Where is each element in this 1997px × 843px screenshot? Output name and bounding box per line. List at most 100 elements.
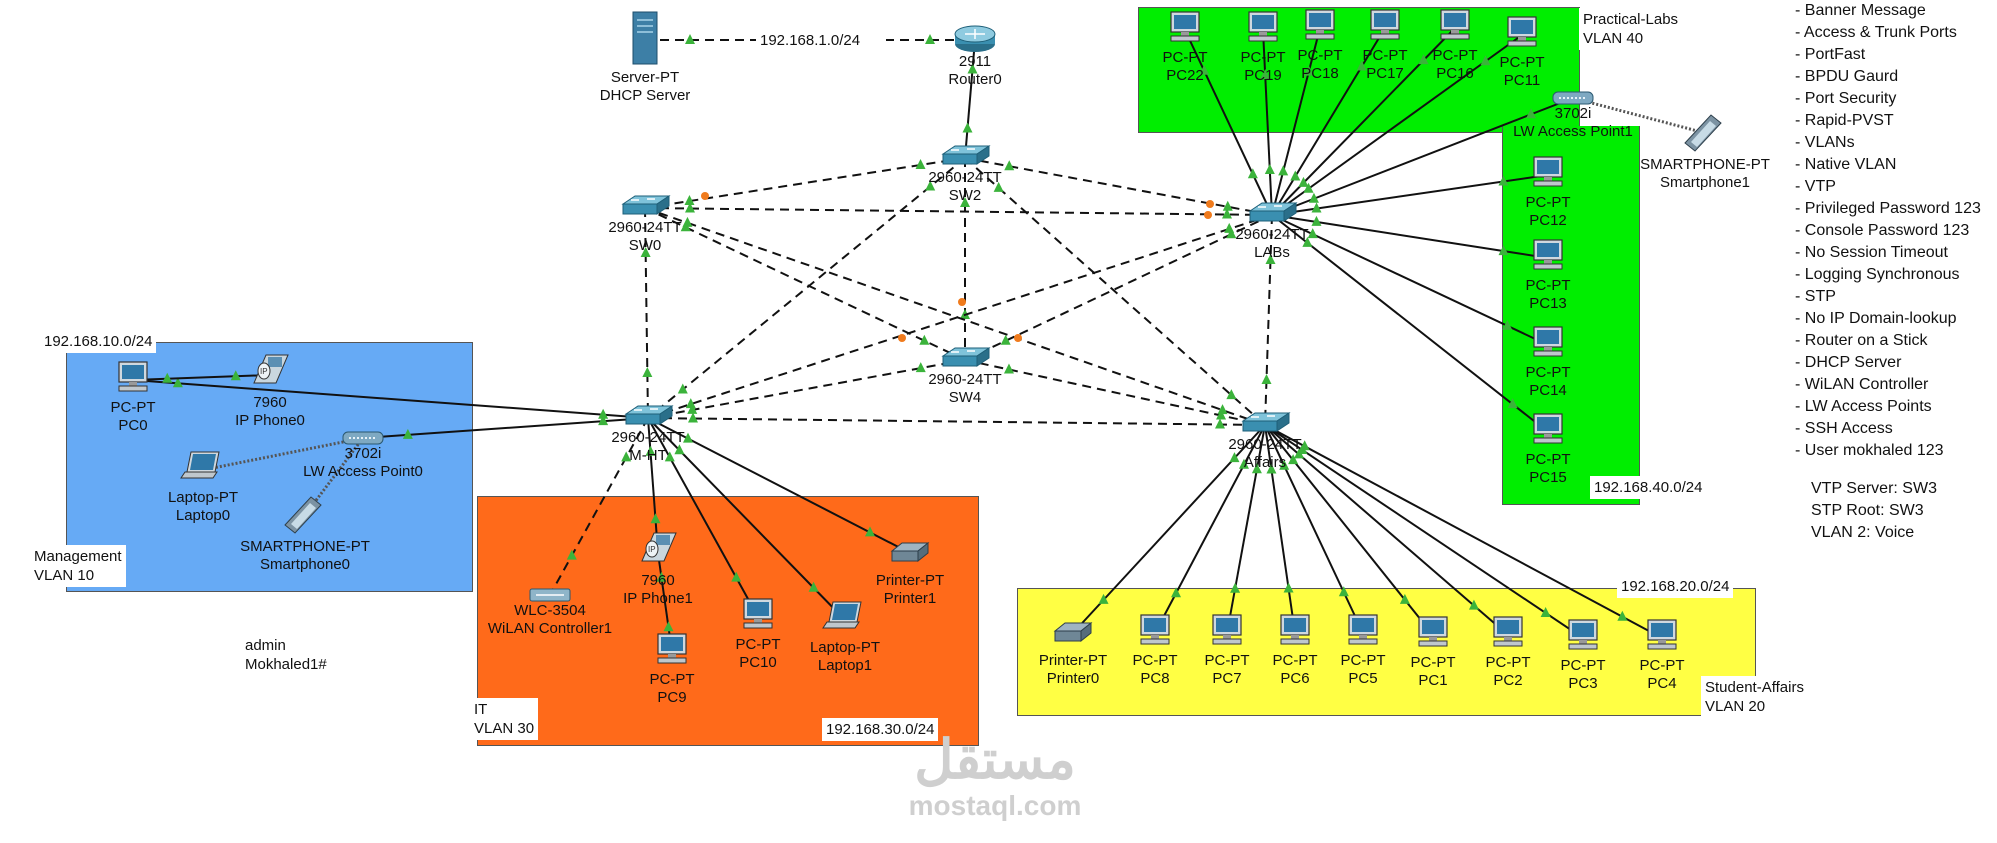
link-sw4-affairs[interactable]	[964, 359, 1266, 426]
pc-icon	[1440, 9, 1470, 40]
link-mht-printer1[interactable]	[647, 417, 911, 554]
feature-item: - WiLAN Controller	[1795, 376, 1929, 393]
link-labs-pc13[interactable]	[1271, 214, 1549, 259]
link-labs-pc17[interactable]	[1271, 27, 1386, 216]
link-affairs-pc1[interactable]	[1264, 424, 1434, 636]
device-name-label: PC18	[1301, 65, 1339, 82]
link-mht-wlc[interactable]	[549, 417, 649, 596]
switch-icon	[941, 145, 991, 165]
link-sw0-mht[interactable]	[640, 207, 653, 419]
link-labs-pc11[interactable]	[1271, 34, 1523, 216]
link-labs-mht[interactable]	[647, 214, 1273, 419]
link-affairs-pc8[interactable]	[1154, 424, 1266, 634]
device-model-label: PC-PT	[1363, 47, 1408, 64]
link-status-up-indicator	[1003, 363, 1014, 374]
link-sw4-mht[interactable]	[647, 359, 966, 419]
device-model-label: Printer-PT	[1039, 652, 1107, 669]
link-mht-pc0[interactable]	[132, 377, 649, 419]
link-pc0-ipphone0[interactable]	[132, 370, 271, 383]
watermark: مستقل mostaql.com	[870, 730, 1120, 822]
link-ap1-smart1[interactable]	[1572, 96, 1706, 135]
link-mht-ipphone1[interactable]	[645, 417, 661, 554]
link-affairs-pc5[interactable]	[1264, 424, 1364, 634]
device-model-label: PC-PT	[1526, 364, 1571, 381]
link-sw0-sw4[interactable]	[644, 207, 966, 361]
link-labs-affairs[interactable]	[1261, 214, 1276, 426]
feature-item: - STP	[1795, 288, 1836, 305]
link-sw0-labs[interactable]	[644, 202, 1273, 219]
link-status-up-indicator	[1311, 215, 1322, 226]
link-mht-affairs[interactable]	[647, 412, 1266, 429]
link-labs-ap1[interactable]	[1271, 97, 1574, 216]
device-name-label: SW2	[949, 187, 982, 204]
link-sw2-sw0[interactable]	[644, 157, 966, 209]
link-labs-pc18[interactable]	[1271, 27, 1321, 216]
link-affairs-printer0[interactable]	[1072, 424, 1266, 634]
link-labs-pc12[interactable]	[1271, 174, 1549, 216]
link-router-sw2[interactable]	[962, 39, 978, 159]
link-labs-pc19[interactable]	[1260, 29, 1275, 216]
link-labs-pc16[interactable]	[1271, 27, 1456, 216]
link-labs-sw4[interactable]	[964, 214, 1273, 361]
link-mht-ap0[interactable]	[362, 415, 649, 439]
link-labs-pc22[interactable]	[1184, 29, 1273, 216]
feature-item: - SSH Access	[1795, 420, 1893, 437]
link-status-up-indicator	[674, 444, 685, 455]
link-affairs-pc4[interactable]	[1264, 424, 1663, 639]
link-mht-laptop1[interactable]	[647, 417, 846, 621]
link-status-up-indicator	[731, 571, 742, 582]
link-sw2-labs[interactable]	[964, 157, 1273, 216]
link-affairs-pc6[interactable]	[1264, 424, 1296, 634]
link-labs-pc14[interactable]	[1271, 214, 1549, 346]
link-labs-pc15[interactable]	[1271, 214, 1549, 433]
link-affairs-pc2[interactable]	[1264, 424, 1509, 636]
device-name-label: M-HT	[629, 447, 667, 464]
link-ap0-laptop0[interactable]	[202, 436, 364, 472]
link-mht-pc10[interactable]	[647, 417, 759, 618]
link-affairs-pc7[interactable]	[1226, 424, 1266, 634]
link-sw2-mht[interactable]	[647, 157, 966, 419]
link-status-blocked-indicator	[898, 334, 906, 342]
link-sw2-affairs[interactable]	[964, 157, 1266, 426]
